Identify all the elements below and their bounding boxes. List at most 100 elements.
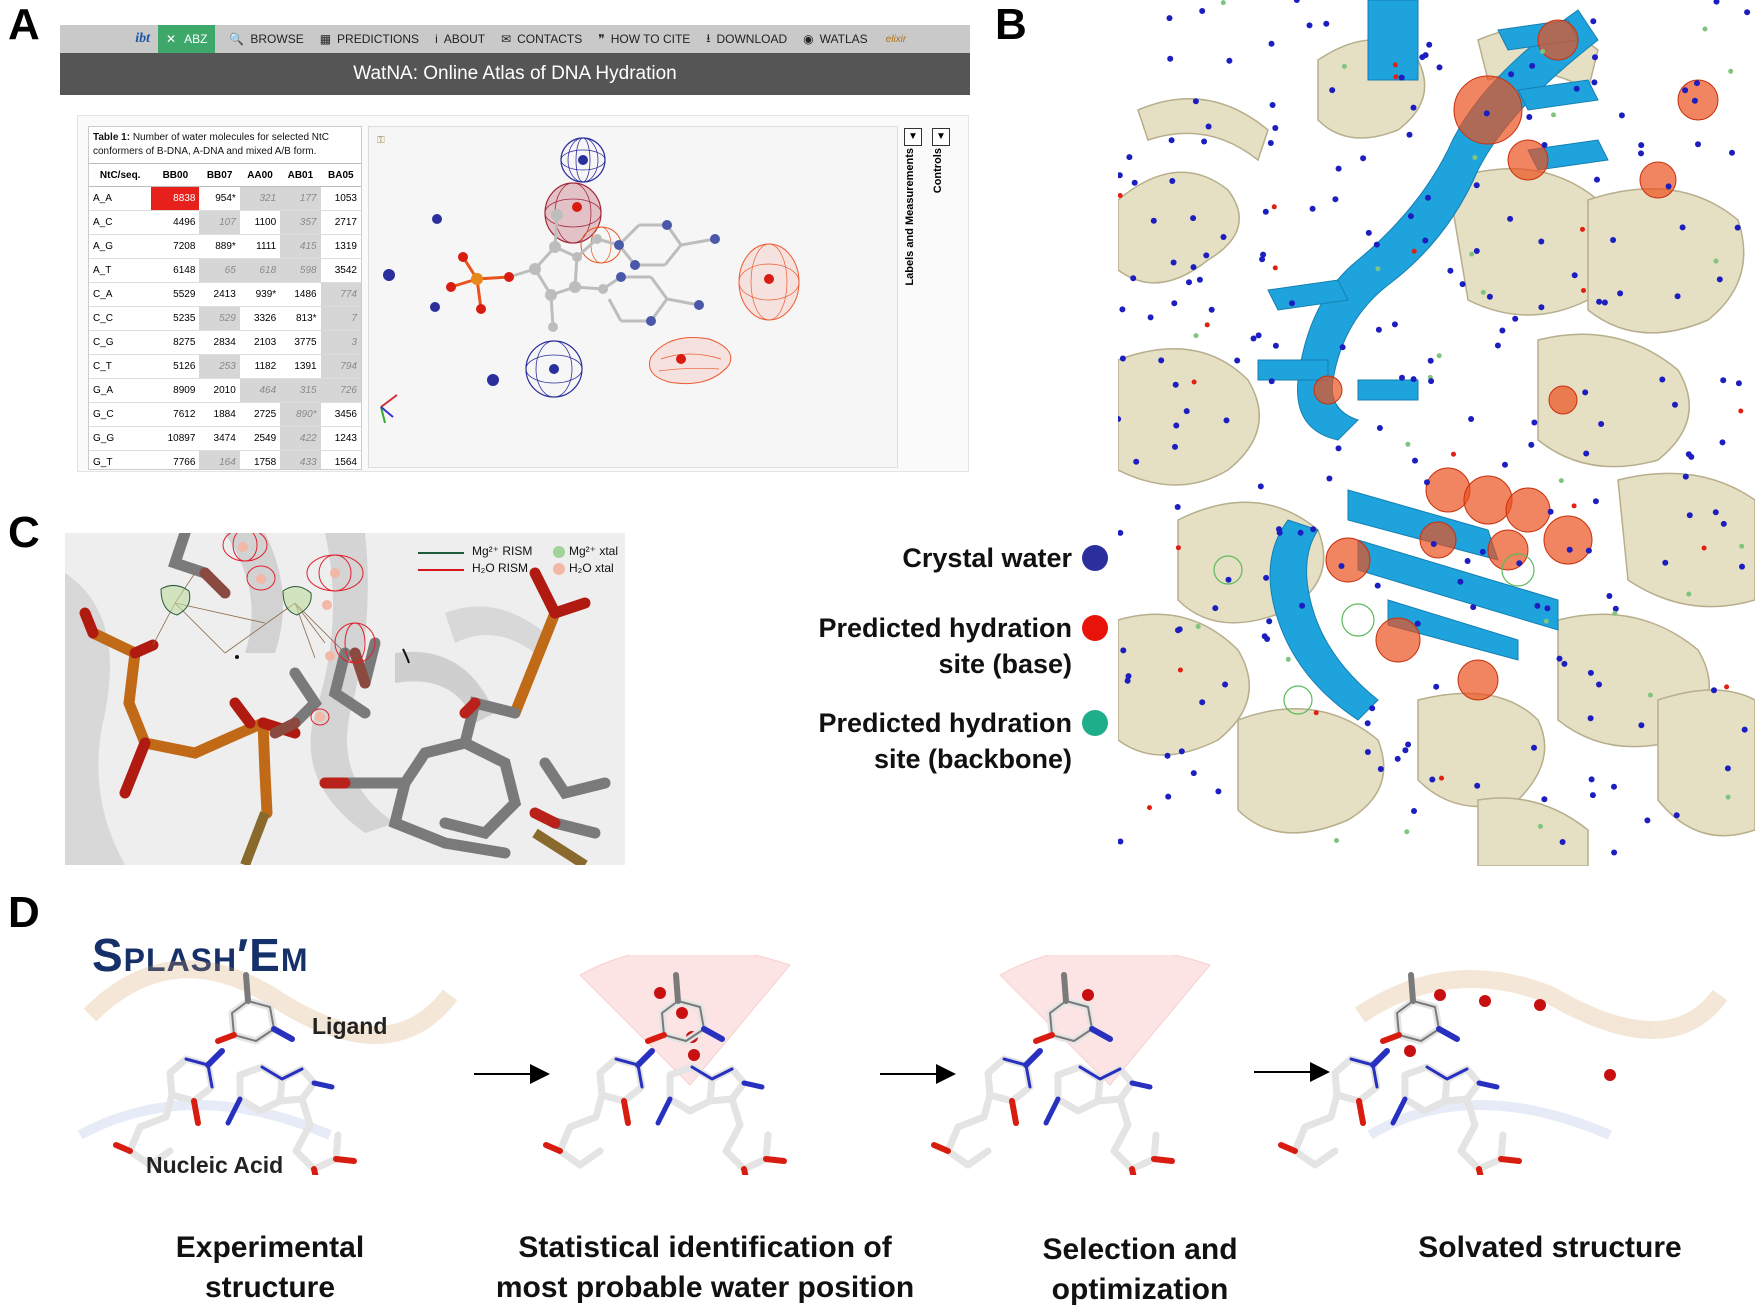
h2o-xtal-label: H₂O xtal (569, 561, 614, 575)
table-seq-cell: C_T (89, 354, 152, 379)
table-value-cell: 10897 (151, 426, 200, 451)
table-value-cell: 726 (320, 378, 361, 403)
workflow-arrow-2 (880, 1073, 940, 1075)
table-value-cell: 5235 (151, 306, 200, 331)
table-value-cell: 2010 (199, 378, 240, 403)
nav-item-watlas[interactable]: ◉WATLAS (803, 29, 868, 50)
panel-label-a: A (8, 0, 40, 49)
table-value-cell: 415 (280, 234, 321, 259)
h2o-xtal-dot (553, 563, 565, 575)
h2o-rism-line (418, 569, 464, 571)
table-value-cell: 954* (199, 186, 240, 211)
nav-item-download[interactable]: ⭳DOWNLOAD (706, 29, 787, 50)
abz-tab[interactable]: ✕ABZ (158, 25, 216, 53)
table-value-cell: 2725 (239, 402, 281, 427)
nucleic-acid-label: Nucleic Acid (146, 1152, 284, 1178)
step-label-3: Selection and optimization (980, 1230, 1300, 1310)
table-value-cell: 1319 (320, 234, 361, 259)
ibt-logo[interactable]: ibt (135, 31, 150, 46)
table-seq-cell: G_G (89, 426, 152, 451)
ligand-label: Ligand (312, 1013, 388, 1039)
nav-item-how-to-cite[interactable]: ❞ HOW TO CITE (598, 29, 690, 50)
nav-item-predictions[interactable]: ▦PREDICTIONS (320, 29, 419, 50)
table-header-cell: NtC/seq. (89, 163, 152, 187)
table-value-cell: 2717 (320, 210, 361, 235)
nav-item-browse[interactable]: 🔍BROWSE (229, 29, 303, 50)
legend-text-1: Crystal water (770, 540, 1072, 576)
nav-item-label: CONTACTS (517, 32, 583, 46)
nav-item-contacts[interactable]: ✉CONTACTS (501, 29, 582, 50)
table-caption-bold: Table 1: (93, 132, 131, 143)
molecule-group-2 (543, 972, 787, 1175)
mg-xtal-label: Mg²⁺ xtal (569, 544, 619, 558)
table-value-cell: 3326 (239, 306, 281, 331)
table-value-cell: 2413 (199, 282, 240, 307)
lock-icon[interactable]: ⚿ (377, 135, 385, 146)
controls-tab[interactable]: Controls (932, 148, 944, 194)
table-value-cell: 1391 (280, 354, 321, 379)
legend-line: Predicted hydration (818, 613, 1072, 643)
table-value-cell: 107 (199, 210, 240, 235)
table-header-cell: AA00 (239, 163, 281, 187)
table-seq-cell: A_G (89, 234, 152, 259)
table-value-cell: 8838 (151, 186, 200, 211)
labels-toggle[interactable]: ▼ (904, 128, 922, 146)
table-seq-cell: A_A (89, 186, 152, 211)
table-value-cell: 1564 (320, 450, 361, 469)
table-value-cell: 7766 (151, 450, 200, 469)
labels-measurements-tab[interactable]: Labels and Measurements (904, 148, 916, 286)
table-value-cell: 3542 (320, 258, 361, 283)
quote-icon: ❞ (598, 32, 605, 46)
elixir-logo[interactable]: elixir (885, 33, 907, 45)
nav-item-label: BROWSE (250, 32, 304, 46)
table-value-cell: 8909 (151, 378, 200, 403)
table-value-cell: 177 (280, 186, 321, 211)
legend-dot-2 (1082, 615, 1108, 641)
table-header-cell: BA05 (320, 163, 361, 187)
table-header-cell: AB01 (280, 163, 321, 187)
splashem-workflow (77, 955, 1728, 1175)
step-label-2: Statistical identification of most proba… (460, 1228, 950, 1308)
table-value-cell: 1111 (239, 234, 281, 259)
mg-rism-label: Mg²⁺ RISM (472, 544, 533, 558)
workflow-arrowhead-3 (1310, 1062, 1330, 1082)
download-icon: ⭳ (706, 30, 711, 45)
step-2-line-2: most probable water position (495, 1271, 915, 1304)
table-value-cell: 3 (320, 330, 361, 355)
controls-toggle[interactable]: ▼ (932, 128, 950, 146)
panel-label-b: B (995, 0, 1027, 49)
globe-icon: ◉ (803, 32, 814, 46)
step-label-1: Experimental structure (120, 1228, 420, 1308)
table-value-cell: 939* (239, 282, 281, 307)
legend-text-2: Predicted hydration site (base) (770, 610, 1072, 682)
crystal-water-mesh-bottom (525, 340, 583, 398)
table-seq-cell: G_A (89, 378, 152, 403)
legend-line: site (base) (938, 649, 1072, 679)
legend-line: Predicted hydration (818, 708, 1072, 738)
nav-item-label: HOW TO CITE (610, 32, 691, 46)
legend-dot-1 (1082, 545, 1108, 571)
molecule-viewer[interactable]: ⚿ (368, 126, 898, 468)
crystal-water-dots (1118, 0, 1751, 856)
workflow-arrowhead-2 (936, 1064, 956, 1084)
table-value-cell: 321 (239, 186, 281, 211)
table-value-cell: 3474 (199, 426, 240, 451)
molecule-group-1 (113, 972, 357, 1175)
table-seq-cell: C_A (89, 282, 152, 307)
table-caption-text: Number of water molecules for selected N… (93, 132, 330, 157)
table-value-cell: 422 (280, 426, 321, 451)
crystal-water-mesh-top (560, 137, 606, 183)
panel-label-c: C (8, 508, 40, 557)
step-1-line-1: Experimental (175, 1231, 365, 1264)
table-value-cell: 3456 (320, 402, 361, 427)
mg-xtal-dot (553, 546, 565, 558)
orange-mesh-bottom (649, 336, 732, 385)
